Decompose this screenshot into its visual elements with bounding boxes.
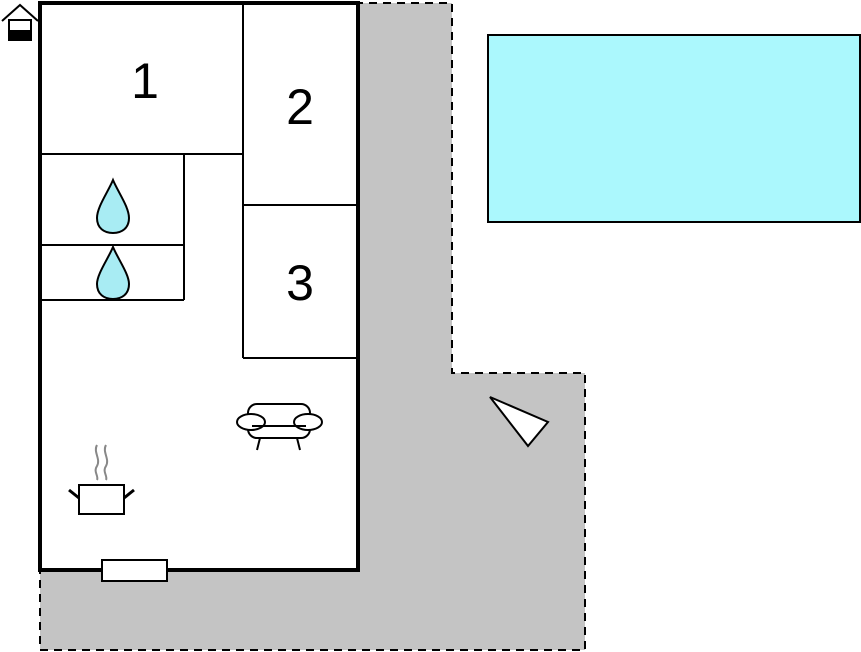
cooking-pot-icon (68, 444, 135, 515)
sofa-icon (236, 403, 323, 451)
room-3-label: 3 (286, 255, 314, 311)
entrance-door (101, 559, 168, 582)
compass-north-icon (489, 396, 550, 448)
water-drop-icon (95, 177, 131, 235)
house-outline (38, 1, 360, 572)
house-entrance-icon (1, 3, 39, 41)
room-1-label: 1 (131, 53, 159, 109)
interior-walls (40, 3, 358, 359)
water-drop-icon (95, 244, 131, 301)
room-2-label: 2 (286, 79, 314, 135)
swimming-pool (487, 34, 861, 223)
